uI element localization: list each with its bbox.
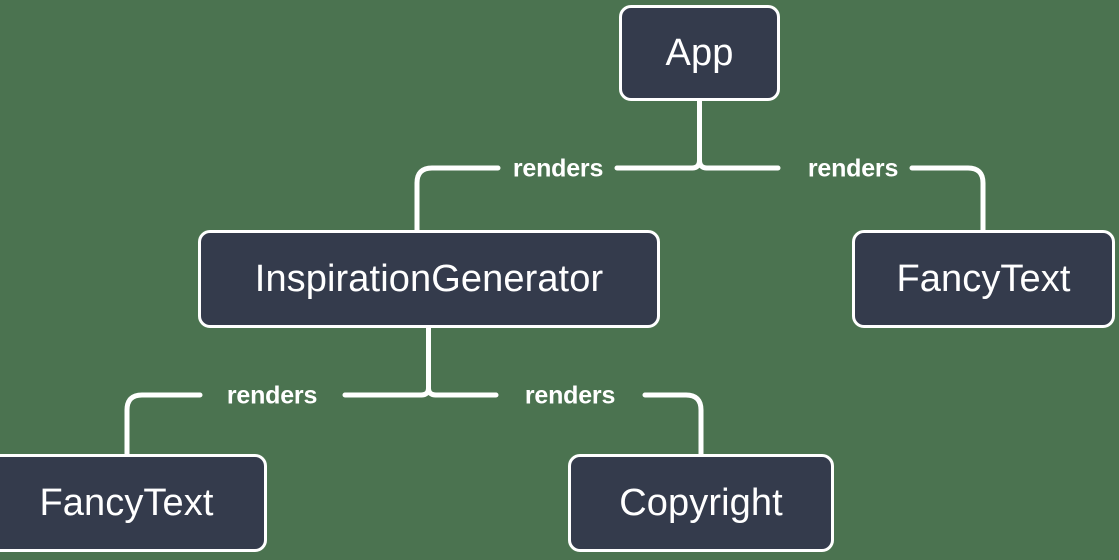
edge-app-to-fancytext-right-seg xyxy=(909,165,986,233)
node-fancytext-bottom[interactable]: FancyText xyxy=(0,454,267,552)
edge-inspiration-to-copyright-right-seg xyxy=(642,392,704,457)
edge-app-to-inspiration-left-seg xyxy=(414,165,501,233)
edge-app-stem-left-fillet xyxy=(689,157,702,171)
edge-label-inspiration-to-fancytext: renders xyxy=(226,381,318,410)
node-app-label: App xyxy=(665,32,734,74)
edge-label-inspiration-to-copyright: renders xyxy=(524,381,616,410)
edge-label-app-to-fancytext: renders xyxy=(807,154,899,183)
node-app[interactable]: App xyxy=(619,5,780,101)
node-inspiration-generator[interactable]: InspirationGenerator xyxy=(198,230,660,328)
edge-label-app-to-inspiration: renders xyxy=(512,154,604,183)
node-copyright-label: Copyright xyxy=(619,482,783,524)
edge-inspiration-stem-left-fillet xyxy=(418,385,431,398)
node-copyright[interactable]: Copyright xyxy=(568,454,834,552)
edge-inspiration-to-fancytext-left-seg xyxy=(124,392,203,457)
edge-app-stem xyxy=(697,98,710,171)
node-fancytext-bottom-label: FancyText xyxy=(39,482,214,524)
node-inspiration-generator-label: InspirationGenerator xyxy=(254,258,604,300)
node-fancytext-right[interactable]: FancyText xyxy=(852,230,1115,328)
node-fancytext-right-label: FancyText xyxy=(896,258,1071,300)
edge-inspiration-stem xyxy=(426,325,439,398)
